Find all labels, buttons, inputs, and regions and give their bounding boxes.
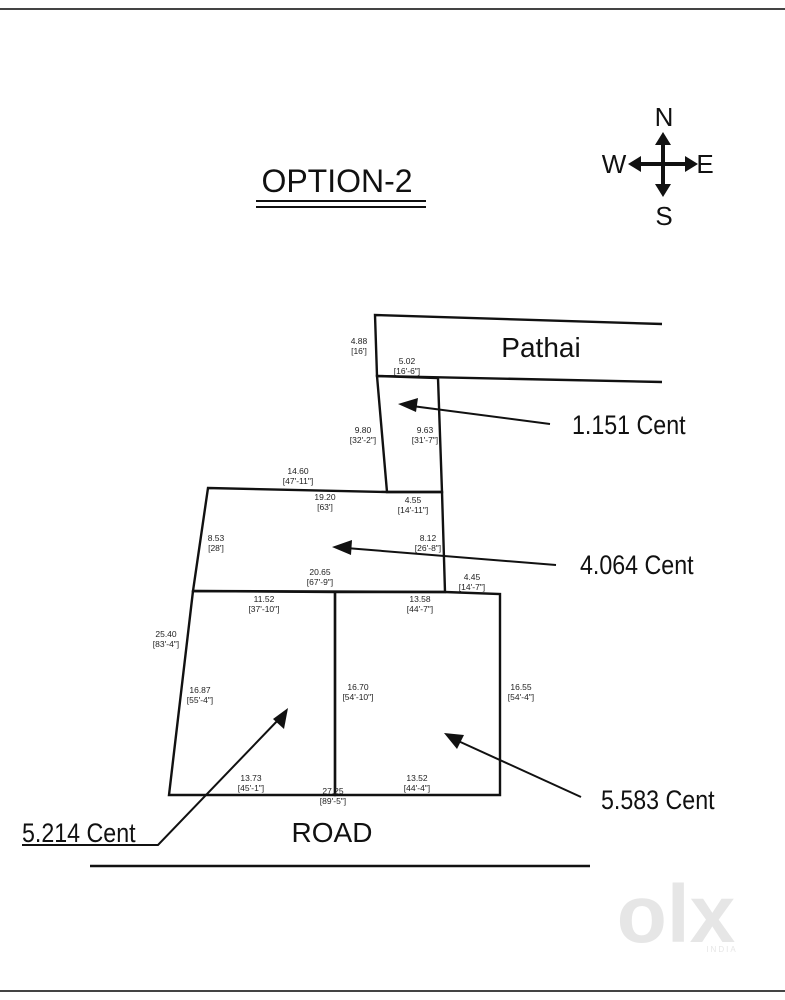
measurement-m12: 11.52[37'-10"]	[248, 594, 279, 614]
svg-text:16.55: 16.55	[510, 682, 532, 692]
measurement-m17: 16.55[54'-4"]	[508, 682, 534, 702]
svg-text:9.80: 9.80	[355, 425, 372, 435]
compass-w: W	[602, 149, 627, 179]
svg-text:[28']: [28']	[208, 543, 224, 553]
measurement-m3: 9.80[32'-2"]	[350, 425, 376, 445]
plot-middle	[191, 486, 447, 594]
area-middle: 4.064 Cent	[580, 550, 694, 580]
measurement-m2: 5.02[16'-6"]	[394, 356, 420, 376]
svg-text:20.65: 20.65	[309, 567, 331, 577]
svg-text:[14'-7"]: [14'-7"]	[459, 582, 485, 592]
measurement-m4: 9.63[31'-7"]	[412, 425, 438, 445]
svg-text:[45'-1"]: [45'-1"]	[238, 783, 264, 793]
svg-text:[32'-2"]: [32'-2"]	[350, 435, 376, 445]
svg-text:8.53: 8.53	[208, 533, 225, 543]
measurement-m7: 4.55[14'-11"]	[398, 495, 428, 515]
svg-text:11.52: 11.52	[254, 594, 275, 604]
svg-text:14.60: 14.60	[287, 466, 309, 476]
measurement-m14: 25.40[83'-4"]	[153, 629, 179, 649]
compass-s: S	[655, 201, 672, 231]
svg-text:[89'-5"]: [89'-5"]	[320, 796, 346, 806]
svg-text:[55'-4"]: [55'-4"]	[187, 695, 213, 705]
measurement-m1: 4.88[16']	[351, 336, 368, 356]
svg-text:[37'-10"]: [37'-10"]	[248, 604, 279, 614]
svg-text:4.45: 4.45	[464, 572, 481, 582]
pathai-label: Pathai	[501, 332, 580, 363]
callout-north: 1.151 Cent	[398, 398, 686, 440]
svg-text:25.40: 25.40	[155, 629, 177, 639]
olx-watermark: olx INDIA	[617, 869, 737, 960]
area-south-east: 5.583 Cent	[601, 785, 715, 815]
svg-text:[44'-7"]: [44'-7"]	[407, 604, 433, 614]
svg-text:[16'-6"]: [16'-6"]	[394, 366, 420, 376]
svg-text:13.52: 13.52	[406, 773, 428, 783]
area-south-west: 5.214 Cent	[22, 818, 136, 848]
svg-text:19.20: 19.20	[314, 492, 336, 502]
measurement-m18: 13.73[45'-1"]	[238, 773, 264, 793]
svg-text:[14'-11"]: [14'-11"]	[398, 505, 428, 515]
svg-text:13.73: 13.73	[240, 773, 262, 783]
measurement-labels: 4.88[16'] 5.02[16'-6"] 9.80[32'-2"] 9.63…	[153, 336, 534, 806]
measurement-m20: 13.52[44'-4"]	[404, 773, 430, 793]
pathai-lane: Pathai	[373, 313, 663, 384]
watermark-logo: olx	[617, 869, 735, 960]
svg-text:5.02: 5.02	[399, 356, 416, 366]
callout-south-west: 5.214 Cent	[22, 708, 288, 848]
measurement-m13: 13.58[44'-7"]	[407, 594, 433, 614]
svg-text:27.25: 27.25	[322, 786, 344, 796]
svg-text:13.58: 13.58	[409, 594, 431, 604]
watermark-country: INDIA	[706, 945, 737, 954]
svg-text:4.55: 4.55	[405, 495, 422, 505]
title: OPTION-2	[261, 163, 412, 199]
measurement-m11: 4.45[14'-7"]	[459, 572, 485, 592]
svg-text:[26'-8"]: [26'-8"]	[415, 543, 441, 553]
measurement-m10: 20.65[67'-9"]	[307, 567, 333, 587]
measurement-m8: 8.53[28']	[208, 533, 225, 553]
svg-text:[67'-9"]: [67'-9"]	[307, 577, 333, 587]
compass-icon: N S W E	[602, 102, 714, 231]
measurement-m6: 19.20[63']	[314, 492, 336, 512]
measurement-m16: 16.70[54'-10"]	[342, 682, 373, 702]
svg-text:[16']: [16']	[351, 346, 367, 356]
area-north: 1.151 Cent	[572, 410, 686, 440]
svg-text:[31'-7"]: [31'-7"]	[412, 435, 438, 445]
measurement-m15: 16.87[55'-4"]	[187, 685, 213, 705]
road-label: ROAD	[292, 817, 373, 848]
svg-text:[54'-10"]: [54'-10"]	[342, 692, 373, 702]
svg-text:[47'-11"]: [47'-11"]	[283, 476, 313, 486]
callout-south-east: 5.583 Cent	[444, 733, 715, 815]
compass-e: E	[696, 149, 713, 179]
compass-n: N	[655, 102, 674, 132]
svg-text:8.12: 8.12	[420, 533, 437, 543]
measurement-m5: 14.60[47'-11"]	[283, 466, 313, 486]
measurement-m9: 8.12[26'-8"]	[415, 533, 441, 553]
svg-text:[54'-4"]: [54'-4"]	[508, 692, 534, 702]
svg-text:[63']: [63']	[317, 502, 333, 512]
svg-text:4.88: 4.88	[351, 336, 368, 346]
svg-text:[83'-4"]: [83'-4"]	[153, 639, 179, 649]
svg-text:[44'-4"]: [44'-4"]	[404, 783, 430, 793]
svg-text:16.70: 16.70	[347, 682, 369, 692]
svg-text:16.87: 16.87	[189, 685, 211, 695]
measurement-m19: 27.25[89'-5"]	[320, 786, 346, 806]
callout-middle: 4.064 Cent	[332, 540, 694, 580]
svg-text:9.63: 9.63	[417, 425, 434, 435]
plot-south-east	[333, 590, 502, 797]
